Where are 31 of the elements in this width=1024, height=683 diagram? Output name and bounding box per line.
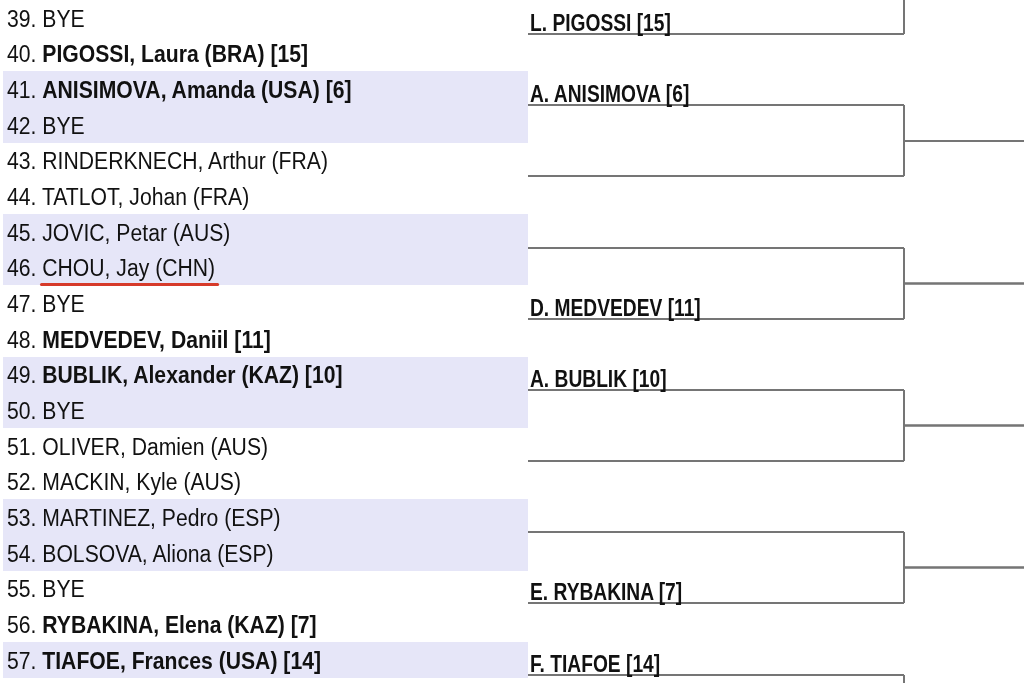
player-name: F. TIAFOE [14] (530, 652, 661, 676)
player-entry: 41. ANISIMOVA, Amanda (USA) [6] (7, 76, 352, 103)
player-entry: 55. BYE (7, 576, 85, 603)
player-entry: 49. BUBLIK, Alexander (KAZ) [10] (7, 362, 343, 389)
bracket-connector (903, 674, 905, 683)
player-name: D. MEDVEDEV [11] (530, 296, 701, 320)
player-entry: 54. BOLSOVA, Aliona (ESP) (7, 540, 274, 567)
bracket-connector (903, 0, 905, 35)
player-entry: 45. JOVIC, Petar (AUS) (7, 219, 231, 246)
player-entry: 48. MEDVEDEV, Daniil [11] (7, 326, 271, 353)
bracket-connector (903, 424, 1024, 462)
player-entry: 47. BYE (7, 290, 85, 317)
player-entry: 52. MACKIN, Kyle (AUS) (7, 469, 241, 496)
player-name: E. RYBAKINA [7] (530, 580, 683, 604)
player-name: A. BUBLIK [10] (530, 367, 667, 391)
bracket-connector (903, 566, 1024, 604)
player-entry: 39. BYE (7, 5, 85, 32)
player-entry: 50. BYE (7, 397, 85, 424)
bracket-connector (903, 140, 1024, 177)
player-entry: 44. TATLOT, Johan (FRA) (7, 183, 250, 210)
player-entry: 42. BYE (7, 112, 85, 139)
player-entry: 46. CHOU, Jay (CHN) (7, 255, 216, 282)
bracket-connector (903, 282, 1024, 320)
player-entry: 57. TIAFOE, Frances (USA) [14] (7, 647, 321, 674)
player-entry: 56. RYBAKINA, Elena (KAZ) [7] (7, 611, 317, 638)
player-entry: 53. MARTINEZ, Pedro (ESP) (7, 504, 281, 531)
player-name: L. PIGOSSI [15] (530, 11, 671, 35)
player-entry: 51. OLIVER, Damien (AUS) (7, 433, 269, 460)
player-name: A. ANISIMOVA [6] (530, 82, 690, 106)
player-entry: 43. RINDERKNECH, Arthur (FRA) (7, 148, 328, 175)
player-entry: 40. PIGOSSI, Laura (BRA) [15] (7, 41, 309, 68)
